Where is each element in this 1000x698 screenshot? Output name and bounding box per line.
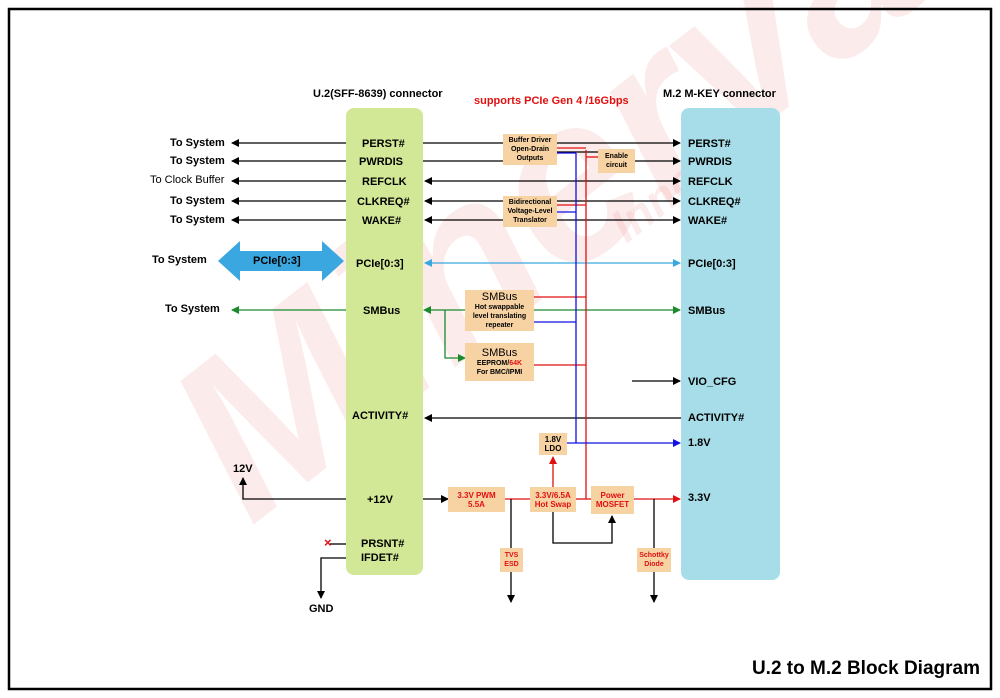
pcie-bus-arrow <box>218 241 344 281</box>
u2-pin-activity: ACTIVITY# <box>352 410 409 422</box>
u2-pin-12v: +12V <box>367 494 393 506</box>
m2-pin-activity: ACTIVITY# <box>688 412 745 424</box>
m2-pin-pwrdis: PWRDIS <box>688 156 732 168</box>
u2-pin-perst: PERST# <box>362 138 405 150</box>
label-pcie-to-system: To System <box>152 254 207 266</box>
u2-pin-prsnt: PRSNT# <box>361 538 405 550</box>
u2-pin-refclk: REFCLK <box>362 176 407 188</box>
m2-pin-pcie: PCIe[0:3] <box>688 258 736 270</box>
m2-pin-clkreq: CLKREQ# <box>688 196 741 208</box>
label-gnd: GND <box>309 603 334 615</box>
u2-pin-smbus: SMBus <box>363 305 401 317</box>
u2-pin-clkreq: CLKREQ# <box>357 196 410 208</box>
no-connect-mark: × <box>324 535 332 550</box>
pcie-bus-label: PCIe[0:3] <box>253 255 301 267</box>
u2-connector-body <box>346 108 423 575</box>
m2-connector-title: M.2 M-KEY connector <box>663 88 776 100</box>
label-12v: 12V <box>233 463 253 475</box>
smbus-repeater-block: SMBus Hot swappable level translating re… <box>465 290 534 331</box>
u2-pin-ifdet: IFDET# <box>361 552 399 564</box>
label-refclk-to-clock-buffer: To Clock Buffer <box>150 174 225 186</box>
m2-pin-perst: PERST# <box>688 138 731 150</box>
m2-pin-3v3: 3.3V <box>688 492 711 504</box>
label-wake-to-system: To System <box>170 214 225 226</box>
smbus-eeprom-block: SMBus EEPROM/64K For BMC/IPMI <box>465 343 534 381</box>
u2-pin-wake: WAKE# <box>362 215 402 227</box>
m2-pin-1v8: 1.8V <box>688 437 711 449</box>
m2-pin-refclk: REFCLK <box>688 176 733 188</box>
m2-pin-smbus: SMBus <box>688 305 726 317</box>
diagram-title: U.2 to M.2 Block Diagram <box>751 658 980 679</box>
label-perst-to-system: To System <box>170 137 225 149</box>
u2-pin-pcie: PCIe[0:3] <box>356 258 404 270</box>
m2-pin-wake: WAKE# <box>688 215 728 227</box>
label-clkreq-to-system: To System <box>170 195 225 207</box>
label-smbus-to-system: To System <box>165 303 220 315</box>
diagram-subtitle: supports PCIe Gen 4 /16Gbps <box>474 95 629 107</box>
u2-pin-pwrdis: PWRDIS <box>359 156 403 168</box>
m2-connector-body <box>681 108 780 580</box>
label-pwrdis-to-system: To System <box>170 155 225 167</box>
u2-connector-title: U.2(SFF-8639) connector <box>313 88 443 100</box>
m2-pin-vio-cfg: VIO_CFG <box>688 376 737 388</box>
